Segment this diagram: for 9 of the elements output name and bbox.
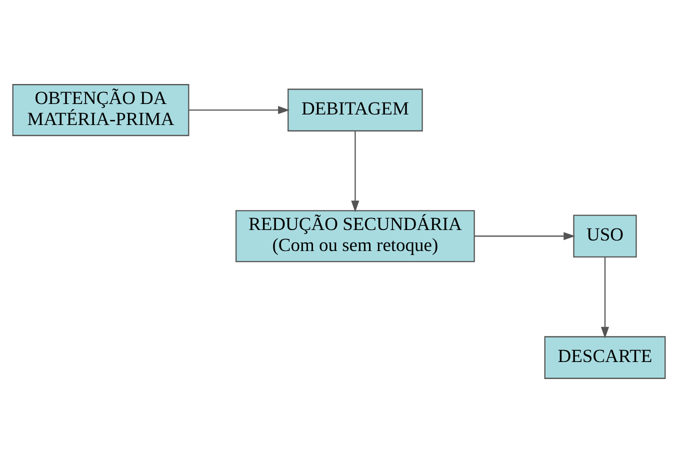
arrow	[474, 232, 576, 240]
node-box: USO	[573, 214, 637, 258]
arrow	[188, 106, 290, 114]
node-box: DESCARTE	[544, 336, 666, 378]
node-box: REDUÇÃO SECUNDÁRIA (Com ou sem retoque)	[236, 210, 475, 262]
arrow	[600, 256, 610, 338]
arrow	[351, 130, 360, 212]
node-box: DEBITAGEM	[288, 88, 423, 131]
node-box: OBTENÇÃO DA MATÉRIA-PRIMA	[12, 84, 190, 136]
